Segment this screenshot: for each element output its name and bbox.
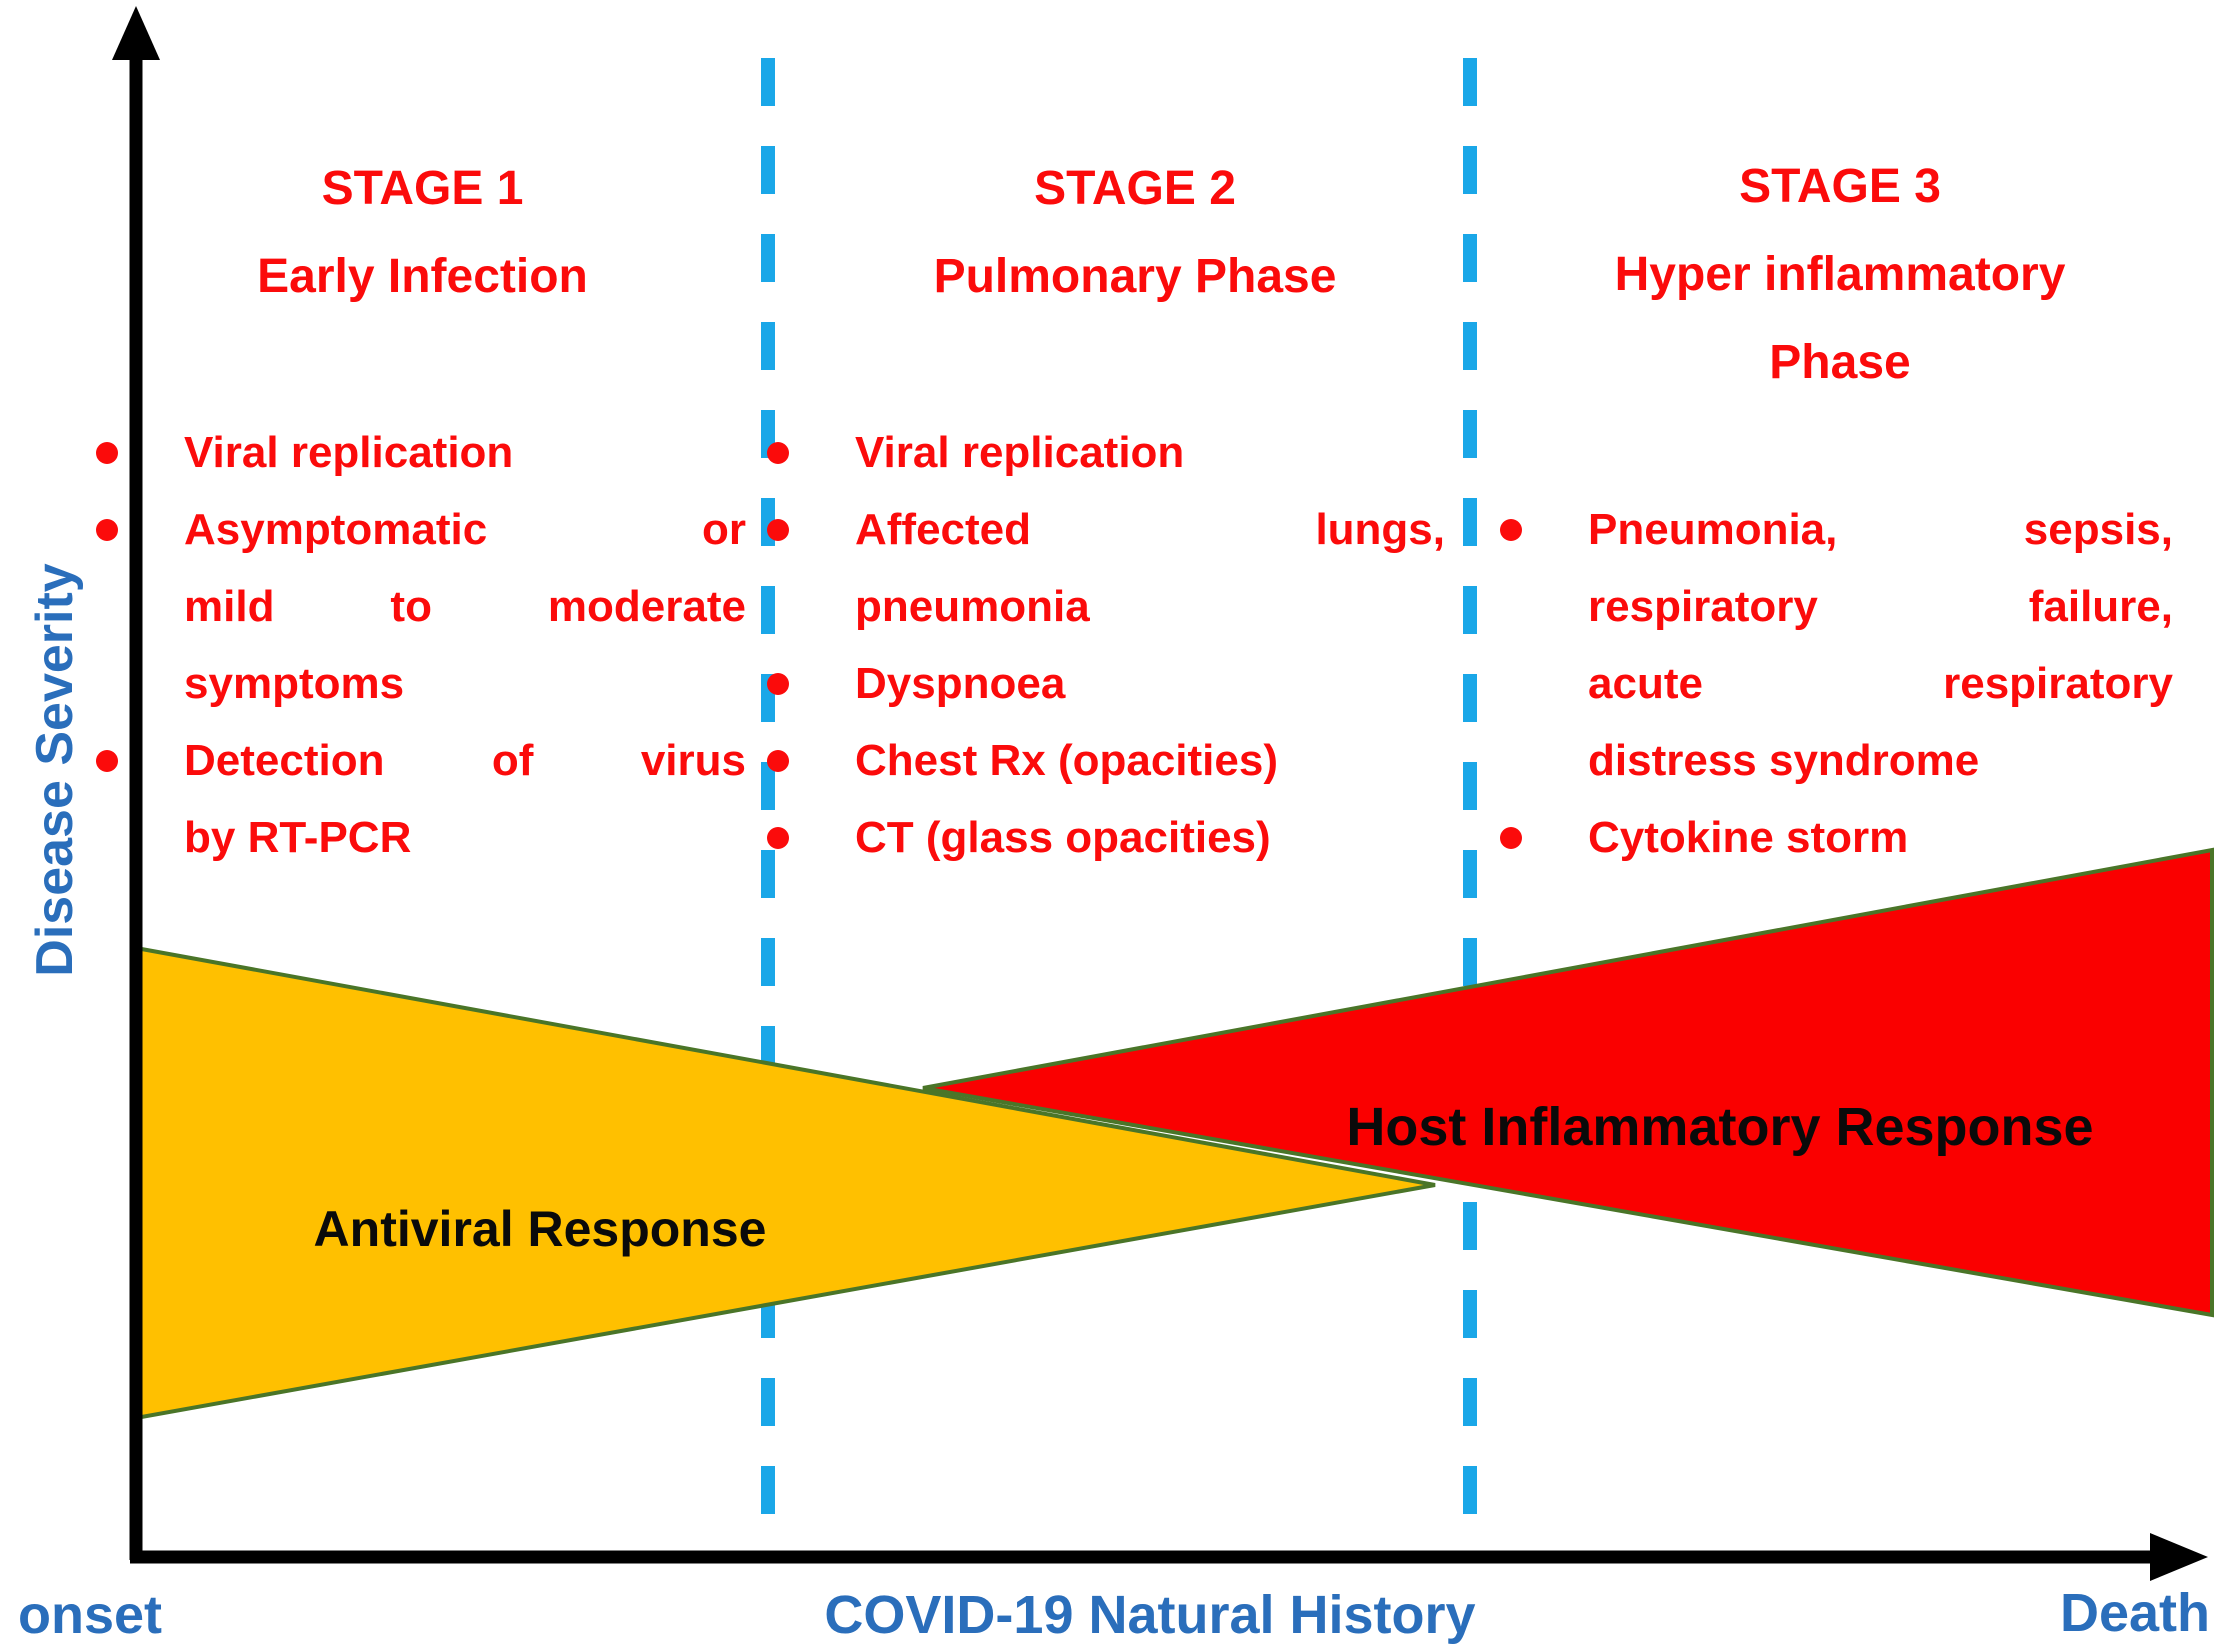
stage3-bullet-text: Cytokine storm: [1588, 813, 1909, 862]
y-axis-arrowhead-icon: [112, 6, 160, 60]
stage1-bullet-line: symptoms: [184, 645, 746, 722]
stage1-title: STAGE 1 Early Infection: [145, 145, 700, 321]
stage3-title-line1: STAGE 3: [1739, 160, 1941, 213]
stage3-bullet-line: acute respiratory: [1588, 645, 2173, 722]
stage2-bullet-line: CT (glass opacities): [767, 799, 1445, 876]
stage2-title-line1: STAGE 2: [1034, 162, 1236, 215]
x-axis-end-label: Death: [2059, 1583, 2210, 1643]
antiviral-response-label: Antiviral Response: [313, 1201, 767, 1257]
stage3-bullet-text: acute respiratory: [1588, 659, 2173, 708]
stage2-bullet-text: Viral replication: [855, 428, 1185, 477]
bullet-marker: [96, 749, 118, 772]
stage2-bullet-text: Dyspnoea: [855, 659, 1066, 708]
stage3-bullet-line: distress syndrome: [1588, 722, 2173, 799]
stage3-bullet-line: Pneumonia, sepsis,: [1500, 491, 2173, 568]
antiviral-response-triangle: [134, 945, 1436, 1421]
bullet-marker: [767, 441, 789, 464]
stage1-bullet-text: mild to moderate: [184, 582, 746, 631]
stage1-bullet-text: Asymptomatic or: [184, 505, 746, 554]
host-inflammatory-triangle: [922, 847, 2214, 1318]
stage3-bullet-text: distress syndrome: [1588, 736, 1980, 785]
stage1-bullet-line: Detection of virus: [96, 722, 746, 799]
bullet-marker: [767, 749, 789, 772]
x-axis-origin-label: onset: [18, 1585, 163, 1645]
stage2-bullet-line: Dyspnoea: [767, 645, 1445, 722]
stage1-bullet-text: symptoms: [184, 659, 405, 708]
bullet-marker: [767, 826, 789, 849]
stage2-bullet-line: Affected lungs,: [767, 491, 1445, 568]
stage2-bullet-line: Viral replication: [767, 414, 1445, 491]
stage2-bullet-line: pneumonia: [855, 568, 1445, 645]
bullet-marker: [767, 518, 789, 541]
bullet-marker: [96, 518, 118, 541]
stage3-title-line3: Phase: [1769, 336, 1911, 389]
stage2-bullet-line: Chest Rx (opacities): [767, 722, 1445, 799]
bullet-marker: [96, 441, 118, 464]
stage3-title-line2: Hyper inflammatory: [1614, 248, 2066, 301]
stage2-bullet-list: Viral replication Affected lungs, pneumo…: [767, 414, 1445, 876]
stage2-bullet-text: Chest Rx (opacities): [855, 736, 1278, 785]
stage3-title: STAGE 3 Hyper inflammatory Phase: [1510, 143, 2170, 407]
stage1-bullet-line: by RT-PCR: [184, 799, 746, 876]
stage3-bullet-list: Pneumonia, sepsis, respiratory failure, …: [1500, 491, 2173, 876]
bullet-marker: [1500, 518, 1522, 541]
stage3-bullet-line: respiratory failure,: [1588, 568, 2173, 645]
x-axis-arrowhead-icon: [2150, 1533, 2208, 1581]
y-axis-label: Disease Severity: [26, 563, 84, 977]
stage1-bullet-text: Detection of virus: [184, 736, 746, 785]
bullet-marker: [767, 672, 789, 695]
stage3-bullet-line: Cytokine storm: [1500, 799, 2173, 876]
host-inflammatory-response-label: Host Inflammatory Response: [1346, 1097, 2094, 1157]
x-axis-title: COVID-19 Natural History: [824, 1585, 1476, 1645]
stage1-bullet-list: Viral replication Asymptomatic or mild t…: [96, 414, 746, 876]
stage2-bullet-text: CT (glass opacities): [855, 813, 1271, 862]
stage1-bullet-text: Viral replication: [184, 428, 514, 477]
stage1-title-line2: Early Infection: [257, 250, 588, 303]
stage3-bullet-text: respiratory failure,: [1588, 582, 2173, 631]
bullet-marker: [1500, 826, 1522, 849]
stage3-bullet-text: Pneumonia, sepsis,: [1588, 505, 2173, 554]
stage1-bullet-text: by RT-PCR: [184, 813, 412, 862]
stage1-bullet-line: mild to moderate: [184, 568, 746, 645]
stage2-bullet-text: pneumonia: [855, 582, 1090, 631]
stage1-title-line1: STAGE 1: [321, 162, 524, 215]
stage2-bullet-text: Affected lungs,: [855, 505, 1445, 554]
stage1-bullet-line: Viral replication: [96, 414, 746, 491]
stage2-title-line2: Pulmonary Phase: [933, 250, 1337, 303]
stage1-bullet-line: Asymptomatic or: [96, 491, 746, 568]
stage2-title: STAGE 2 Pulmonary Phase: [850, 145, 1420, 321]
